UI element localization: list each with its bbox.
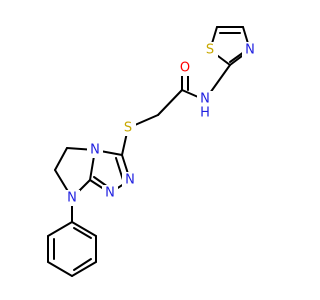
- atom-label-s-thioether: S: [124, 121, 132, 136]
- atom-labels: O N H S N S N N N: [64, 42, 258, 206]
- atom-label-h-amide: H: [200, 106, 210, 121]
- atom-label-n-bridge: N: [90, 143, 100, 158]
- atom-label-n-triazole-2: N: [105, 186, 115, 201]
- bond-ph-1-2: [71, 221, 97, 237]
- bond-ph-1-2-inner: [73, 227, 92, 239]
- bond-ph-3-4: [71, 261, 97, 277]
- bond-thiazole-n-c2-double: [229, 51, 245, 63]
- molecule-structure-diagram: O N H S N S N N N: [47, 26, 258, 277]
- atom-label-n-triazole-1: N: [125, 173, 135, 188]
- atom-label-n-amide: N: [200, 92, 210, 107]
- atom-label-s-thiazole: S: [206, 43, 214, 58]
- bond-c3-n2-double: [115, 157, 124, 181]
- bond-ph-3-4-inner: [73, 258, 92, 271]
- bond-carbonyl-ch2: [157, 89, 183, 116]
- atom-s-thiazole: S: [202, 42, 218, 58]
- atom-n-thiazole: N: [242, 42, 258, 58]
- atom-o-carbonyl: O: [177, 60, 193, 76]
- atom-n-ring-bridge: N: [87, 142, 103, 158]
- atom-n-amide: N H: [197, 91, 213, 121]
- bonds: [47, 26, 251, 277]
- bond-ch2a-ch2b: [54, 147, 68, 171]
- bond-ph-4-5: [47, 261, 73, 277]
- atom-label-n-thiazole: N: [245, 43, 255, 58]
- bond-ph-6-1: [47, 221, 73, 237]
- atom-label-n-phenyl: N: [67, 191, 77, 206]
- atom-n-phenyl: N: [64, 190, 80, 206]
- atom-s-thioether: S: [120, 120, 136, 136]
- atom-n-triazole-2: N: [102, 185, 118, 201]
- atom-label-o: O: [180, 61, 190, 76]
- atom-n-triazole-1: N: [122, 172, 138, 188]
